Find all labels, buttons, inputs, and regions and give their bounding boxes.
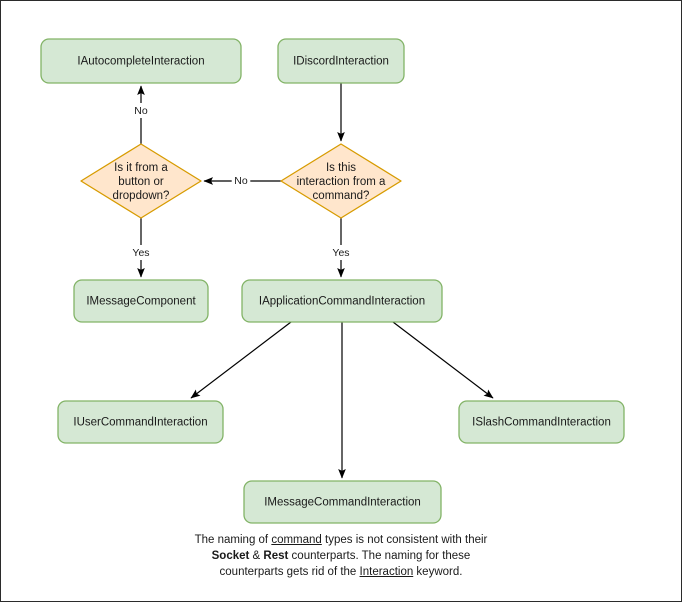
- node-shape-rounded-rect: [40, 38, 242, 84]
- edge-application-command-to-slash-command: [392, 321, 494, 399]
- caption-text: counterparts gets rid of the: [219, 566, 360, 578]
- node-shape-rounded-rect: [241, 279, 443, 323]
- edge-label-decision-button-to-autocomplete: No: [134, 105, 148, 117]
- edge-label-decision-command-to-application-command: Yes: [332, 247, 349, 259]
- node-application-command[interactable]: IApplicationCommandInteraction: [241, 279, 443, 323]
- node-autocomplete[interactable]: IAutocompleteInteraction: [40, 38, 242, 84]
- caption-text: keyword.: [413, 566, 463, 578]
- node-shape-rounded-rect: [277, 38, 405, 84]
- nodes-layer: IAutocompleteInteraction IDiscordInteract…: [40, 38, 625, 524]
- node-slash-command[interactable]: ISlashCommandInteraction: [458, 400, 625, 444]
- caption-line-3: counterparts gets rid of the Interaction…: [1, 564, 681, 580]
- node-message-command[interactable]: IMessageCommandInteraction: [243, 480, 442, 524]
- node-label: IAutocompleteInteraction: [77, 56, 204, 68]
- caption-underline-command: command: [271, 534, 322, 546]
- edge-label-background: [128, 245, 154, 260]
- node-shape-rounded-rect: [243, 480, 442, 524]
- node-shape-diamond: [280, 143, 402, 219]
- caption-line-2: Socket & Rest counterparts. The naming f…: [1, 548, 681, 564]
- edge-label-background: [231, 173, 251, 188]
- node-user-command[interactable]: IUserCommandInteraction: [57, 400, 224, 444]
- caption-text: The naming of: [194, 534, 272, 546]
- node-shape-diamond: [80, 143, 202, 219]
- node-label: ISlashCommandInteraction: [472, 417, 611, 429]
- node-shape-rounded-rect: [57, 400, 224, 444]
- caption-bold-rest: Rest: [263, 550, 289, 562]
- edge-label-background: [328, 245, 354, 260]
- node-message-component[interactable]: IMessageComponent: [73, 279, 209, 323]
- diagram-caption: The naming of command types is not consi…: [1, 532, 681, 580]
- node-label: IUserCommandInteraction: [73, 417, 207, 429]
- edge-label-decision-button-to-message-component: Yes: [132, 247, 149, 259]
- edge-label-background: [131, 103, 151, 118]
- node-label: IMessageCommandInteraction: [264, 497, 421, 509]
- edge-application-command-to-user-command: [190, 321, 292, 399]
- node-shape-rounded-rect: [73, 279, 209, 323]
- node-discord[interactable]: IDiscordInteraction: [277, 38, 405, 84]
- caption-underline-interaction: Interaction: [359, 566, 414, 578]
- caption-text: counterparts. The naming for these: [288, 550, 471, 562]
- node-label: IApplicationCommandInteraction: [259, 296, 425, 308]
- node-label: IDiscordInteraction: [293, 56, 389, 68]
- caption-bold-socket: Socket: [211, 550, 250, 562]
- edge-label-decision-command-to-decision-button: No: [234, 175, 248, 187]
- caption-line-1: The naming of command types is not consi…: [1, 532, 681, 548]
- caption-text: &: [249, 550, 264, 562]
- node-label: IMessageComponent: [86, 296, 196, 308]
- caption-text: types is not consistent with their: [321, 534, 488, 546]
- node-shape-rounded-rect: [458, 400, 625, 444]
